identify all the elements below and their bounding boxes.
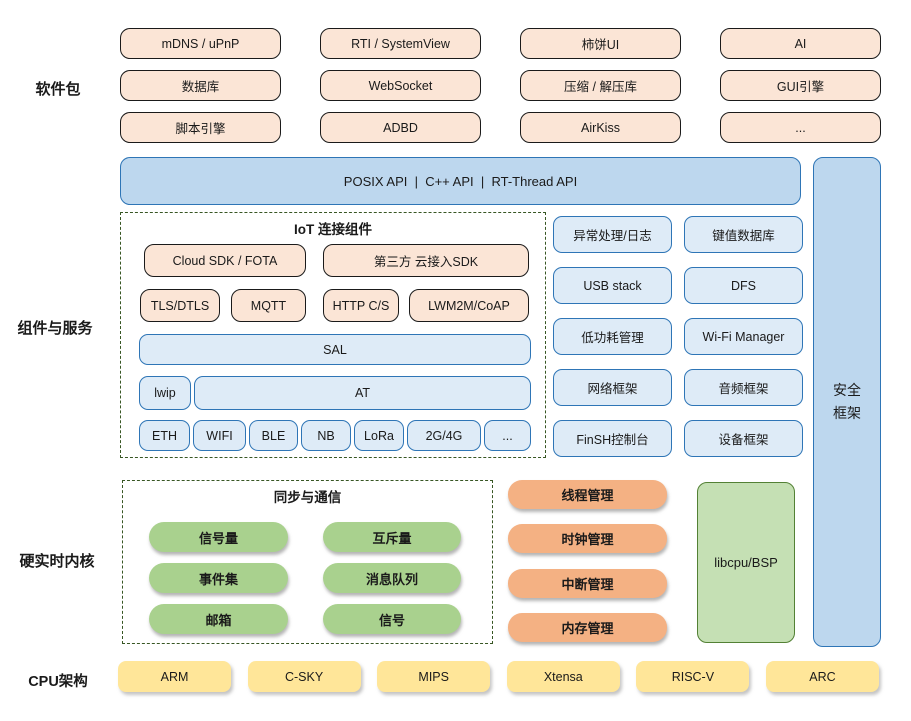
sync-box-semaphore: 信号量 — [149, 522, 288, 552]
kernel-box-clock-management: 时钟管理 — [508, 524, 667, 553]
side-label-cpu-architecture: CPU架构 — [28, 674, 88, 690]
libcpu-bsp-box: libcpu/BSP — [697, 482, 795, 643]
iot-box-wifi: WIFI — [193, 420, 246, 451]
iot-box-more: ... — [484, 420, 531, 451]
iot-box-nb: NB — [301, 420, 351, 451]
package-box-script-engine: 脚本引擎 — [120, 112, 281, 143]
sync-communication-group: 同步与通信 信号量 互斥量 事件集 消息队列 邮箱 信号 — [122, 480, 493, 644]
iot-box-http-cs: HTTP C/S — [323, 289, 399, 322]
cpu-box-arc: ARC — [765, 661, 879, 692]
side-label-realtime-kernel: 硬实时内核 — [19, 553, 95, 570]
package-box-airkiss: AirKiss — [520, 112, 681, 143]
sync-box-mutex: 互斥量 — [323, 522, 461, 552]
service-box-wifi-manager: Wi-Fi Manager — [684, 318, 803, 355]
iot-box-sal: SAL — [139, 334, 531, 365]
iot-box-ble: BLE — [249, 420, 298, 451]
sync-box-mailbox: 邮箱 — [149, 604, 288, 634]
service-box-exception-log: 异常处理/日志 — [553, 216, 672, 253]
iot-box-lwm2m-coap: LWM2M/CoAP — [409, 289, 529, 322]
cpu-box-arm: ARM — [118, 661, 231, 692]
kernel-box-interrupt-management: 中断管理 — [508, 569, 667, 598]
package-box-more: ... — [720, 112, 881, 143]
cpu-box-csky: C-SKY — [247, 661, 361, 692]
iot-box-lora: LoRa — [354, 420, 404, 451]
service-box-dfs: DFS — [684, 267, 803, 304]
software-packages-grid: mDNS / uPnP RTI / SystemView 柿饼UI AI 数据库… — [120, 28, 881, 143]
security-framework-line1: 安全 — [833, 382, 861, 398]
package-box-adbd: ADBD — [320, 112, 481, 143]
package-box-persimmon-ui: 柿饼UI — [520, 28, 681, 59]
iot-box-cloud-sdk: Cloud SDK / FOTA — [144, 244, 306, 277]
side-label-software-packages: 软件包 — [35, 81, 81, 98]
sync-grid: 信号量 互斥量 事件集 消息队列 邮箱 信号 — [149, 522, 461, 634]
iot-box-tls-dtls: TLS/DTLS — [140, 289, 220, 322]
sync-box-signal: 信号 — [323, 604, 461, 634]
service-box-kv-database: 键值数据库 — [684, 216, 803, 253]
iot-box-third-party-sdk: 第三方 云接入SDK — [323, 244, 529, 277]
service-box-network-framework: 网络框架 — [553, 369, 672, 406]
service-box-usb-stack: USB stack — [553, 267, 672, 304]
service-box-finsh-console: FinSH控制台 — [553, 420, 672, 457]
iot-box-eth: ETH — [139, 420, 190, 451]
api-bar: POSIX API | C++ API | RT-Thread API — [120, 157, 801, 205]
package-box-mdns-upnp: mDNS / uPnP — [120, 28, 281, 59]
kernel-box-memory-management: 内存管理 — [508, 613, 667, 642]
sync-box-message-queue: 消息队列 — [323, 563, 461, 593]
service-box-device-framework: 设备框架 — [684, 420, 803, 457]
sync-box-event-set: 事件集 — [149, 563, 288, 593]
package-box-websocket: WebSocket — [320, 70, 481, 101]
service-box-low-power: 低功耗管理 — [553, 318, 672, 355]
iot-box-at: AT — [194, 376, 531, 410]
sync-group-title: 同步与通信 — [273, 490, 342, 505]
iot-box-mqtt: MQTT — [231, 289, 306, 322]
security-framework-line2: 框架 — [833, 405, 861, 421]
cpu-architecture-grid: ARM C-SKY MIPS Xtensa RISC-V ARC — [118, 661, 879, 692]
package-box-database: 数据库 — [120, 70, 281, 101]
cpu-box-mips: MIPS — [377, 661, 491, 692]
iot-box-2g4g: 2G/4G — [407, 420, 481, 451]
services-grid: 异常处理/日志 键值数据库 USB stack DFS 低功耗管理 Wi-Fi … — [553, 216, 803, 457]
iot-box-lwip: lwip — [139, 376, 191, 410]
iot-group-title: IoT 连接组件 — [294, 222, 372, 237]
iot-components-group: IoT 连接组件 Cloud SDK / FOTA 第三方 云接入SDK TLS… — [120, 212, 546, 458]
side-label-components-services: 组件与服务 — [17, 320, 93, 337]
package-box-compress: 压缩 / 解压库 — [520, 70, 681, 101]
cpu-box-xtensa: Xtensa — [506, 661, 620, 692]
package-box-ai: AI — [720, 28, 881, 59]
kernel-box-thread-management: 线程管理 — [508, 480, 667, 509]
package-box-rti-systemview: RTI / SystemView — [320, 28, 481, 59]
service-box-audio-framework: 音频框架 — [684, 369, 803, 406]
cpu-box-riscv: RISC-V — [636, 661, 750, 692]
package-box-gui-engine: GUI引擎 — [720, 70, 881, 101]
security-framework-bar: 安全 框架 — [813, 157, 881, 647]
